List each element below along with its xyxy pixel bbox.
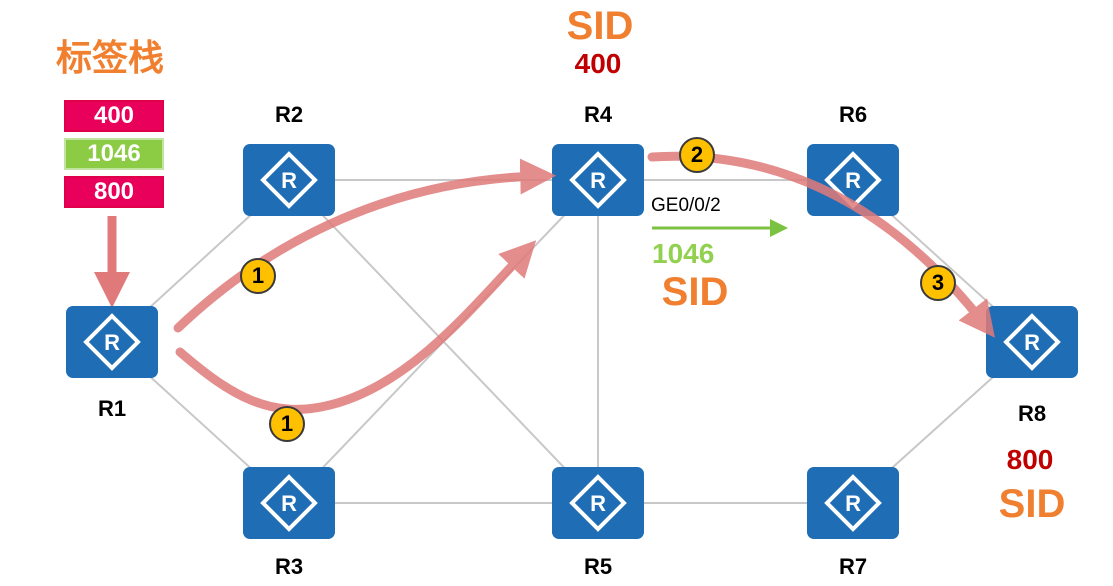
step-badge-2: 2 bbox=[679, 137, 715, 173]
step-badge-1-upper: 1 bbox=[240, 258, 276, 294]
router-label-r6: R6 bbox=[838, 102, 868, 127]
router-label-r2: R2 bbox=[274, 102, 304, 127]
step-badge-1-lower: 1 bbox=[269, 406, 305, 442]
path-r1-r2-r4 bbox=[173, 158, 557, 333]
label-stack-entry-800: 800 bbox=[64, 176, 164, 208]
router-r5 bbox=[550, 465, 646, 541]
path-r1-r3-r4 bbox=[175, 240, 537, 414]
label-stack-entry-1046: 1046 bbox=[64, 138, 164, 170]
label-stack-entry-400: 400 bbox=[64, 100, 164, 132]
router-label-r4: R4 bbox=[583, 102, 613, 127]
router-r2 bbox=[241, 142, 337, 218]
router-r7 bbox=[805, 465, 901, 541]
router-r4 bbox=[550, 142, 646, 218]
router-label-r1: R1 bbox=[97, 396, 127, 421]
node-sid-value-r8: 800 bbox=[1006, 444, 1054, 475]
router-r3 bbox=[241, 465, 337, 541]
node-sid-label-r4: SID bbox=[566, 4, 634, 48]
node-sid-value-r4: 400 bbox=[574, 48, 622, 79]
adjacency-sid-value: 1046 bbox=[652, 238, 715, 269]
router-label-r3: R3 bbox=[274, 554, 304, 579]
router-r1 bbox=[64, 304, 160, 380]
router-label-r8: R8 bbox=[1017, 401, 1047, 426]
label-stack-title: 标签栈 bbox=[56, 37, 165, 78]
router-label-r5: R5 bbox=[583, 554, 613, 579]
router-r8 bbox=[984, 304, 1080, 380]
adjacency-interface-label: GE0/0/2 bbox=[651, 195, 721, 216]
step-badge-3: 3 bbox=[920, 265, 956, 301]
adjacency-sid-label: SID bbox=[661, 270, 729, 314]
node-sid-label-r8: SID bbox=[998, 482, 1066, 526]
router-label-r7: R7 bbox=[838, 554, 868, 579]
